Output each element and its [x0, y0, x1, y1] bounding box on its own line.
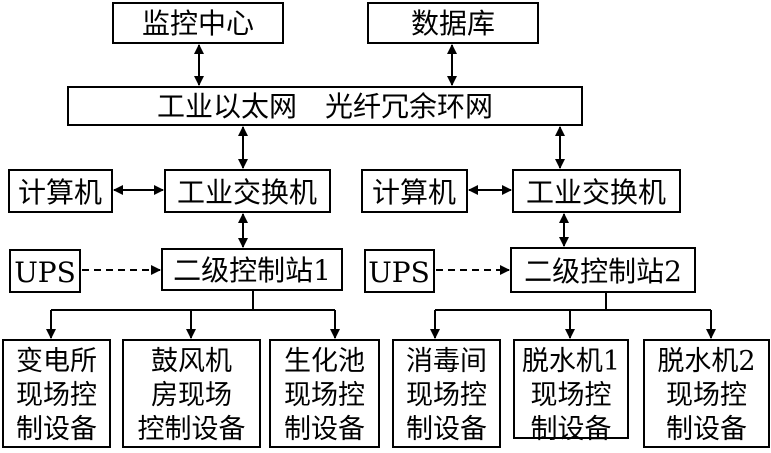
device-label-line: 房现场 [151, 380, 232, 411]
device-label-line: 消毒间 [406, 346, 487, 377]
device-label-line: 现场控 [16, 380, 97, 411]
ups-label: UPS [14, 256, 76, 289]
ups-label: UPS [368, 256, 430, 289]
database-label: 数据库 [411, 7, 495, 40]
device-label-line: 变电所 [16, 346, 97, 377]
device-label-line: 制设备 [406, 414, 487, 445]
device-label-line: 鼓风机 [151, 346, 232, 377]
left-computer-node: 计算机 [8, 169, 113, 213]
device-label-line: 现场控 [406, 380, 487, 411]
device-label-line: 制设备 [531, 414, 612, 445]
right-switch-node: 工业交换机 [512, 169, 681, 213]
right-computer-node: 计算机 [361, 169, 468, 213]
left-switch-node: 工业交换机 [164, 169, 331, 213]
branch-line [51, 290, 335, 311]
switch-label: 工业交换机 [177, 176, 317, 209]
ethernet-ring-label: 工业以太网 光纤冗余环网 [157, 90, 493, 123]
branch-line [435, 292, 711, 311]
device-label-line: 脱水机1 [522, 346, 620, 377]
database-node: 数据库 [367, 2, 539, 44]
device-label-line: 制设备 [666, 414, 747, 445]
device-label-line: 制设备 [284, 414, 365, 445]
computer-label: 计算机 [18, 176, 102, 209]
ethernet-ring-node: 工业以太网 光纤冗余环网 [67, 86, 583, 126]
station-label: 二级控制站2 [524, 255, 682, 288]
device-label-line: 制设备 [16, 414, 97, 445]
device-label-line: 现场控 [666, 380, 747, 411]
device-label-line: 脱水机2 [657, 346, 755, 377]
device-label-line: 生化池 [284, 346, 365, 377]
device-label-line: 控制设备 [138, 414, 246, 445]
device-label-line: 现场控 [531, 380, 612, 411]
right-ups-node: UPS [364, 249, 435, 293]
computer-label: 计算机 [372, 176, 456, 209]
left-ups-node: UPS [9, 249, 81, 293]
station-label: 二级控制站1 [173, 254, 331, 287]
monitor-center-node: 监控中心 [112, 2, 284, 44]
switch-label: 工业交换机 [526, 176, 666, 209]
right-station-node: 二级控制站2 [510, 247, 696, 293]
device-label-line: 现场控 [284, 380, 365, 411]
monitor-center-label: 监控中心 [142, 7, 254, 40]
left-station-node: 二级控制站1 [161, 248, 343, 291]
